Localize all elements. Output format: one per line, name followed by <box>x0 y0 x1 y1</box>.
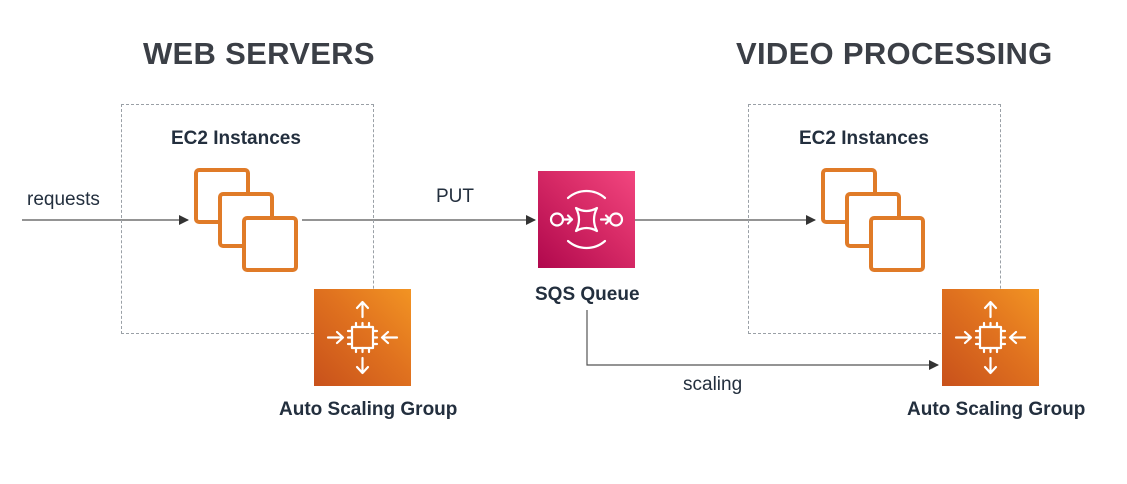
web-ec2-instances-icon <box>194 168 298 272</box>
web-asg-label: Auto Scaling Group <box>279 399 458 420</box>
web-auto-scaling-icon <box>314 289 411 386</box>
processing-ec2-instances-icon <box>821 168 925 272</box>
requests-label: requests <box>27 189 100 210</box>
processing-auto-scaling-icon <box>942 289 1039 386</box>
sqs-queue-icon <box>538 171 635 268</box>
video-processing-heading: VIDEO PROCESSING <box>736 36 1053 71</box>
scaling-label: scaling <box>683 374 743 395</box>
put-label: PUT <box>436 186 474 207</box>
processing-asg-label: Auto Scaling Group <box>907 399 1086 420</box>
sqs-queue-label: SQS Queue <box>535 284 640 305</box>
scaling-arrow <box>586 310 939 370</box>
video-processing-group-box <box>748 104 1001 334</box>
web-servers-heading: WEB SERVERS <box>143 36 375 71</box>
processing-ec2-label: EC2 Instances <box>799 128 929 149</box>
web-servers-group-box <box>121 104 374 334</box>
web-ec2-label: EC2 Instances <box>171 128 301 149</box>
